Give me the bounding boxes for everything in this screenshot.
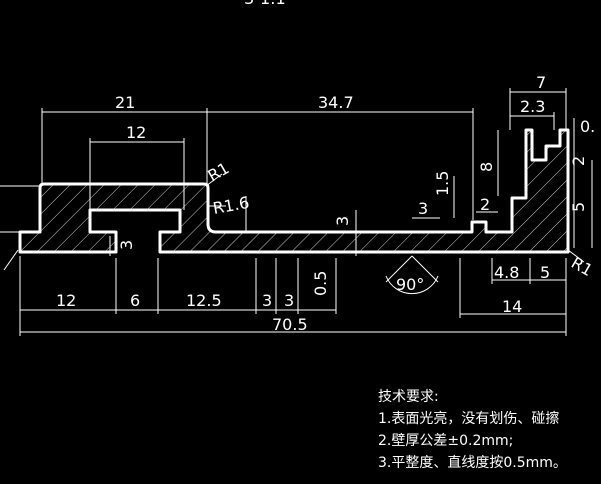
dim-5-right: 5: [569, 202, 588, 212]
dim-6: 6: [130, 291, 140, 310]
technical-requirements: 技术要求: 1.表面光亮，没有划伤、碰擦 2.壁厚公差±0.2mm; 3.平整度…: [378, 386, 567, 474]
dim-5-bottom: 5: [540, 263, 550, 282]
dim-7: 7: [536, 73, 546, 92]
dim-3-left: 3: [117, 240, 136, 250]
dim-4-8: 4.8: [494, 263, 519, 282]
dim-2-3: 2.3: [520, 97, 545, 116]
requirements-title: 技术要求:: [378, 389, 439, 405]
requirement-item-2: 2.壁厚公差±0.2mm;: [378, 433, 514, 449]
drawing-scale-fragment: 3-1:1: [244, 0, 286, 8]
requirement-item-1: 1.表面光亮，没有划伤、碰擦: [378, 411, 560, 427]
dim-3-small: 3: [333, 216, 352, 226]
dimension-lines: [0, 88, 593, 336]
dim-3-mid: 3: [418, 199, 428, 218]
dim-2-right: 2: [569, 156, 588, 166]
dim-12-bottom: 12: [56, 291, 76, 310]
requirement-item-3: 3.平整度、直线度按0.5mm。: [378, 455, 567, 471]
dim-r1-top: R1: [205, 158, 233, 185]
dim-12-5: 12.5: [186, 291, 222, 310]
dim-14: 14: [502, 297, 522, 316]
dim-r1-right: R1: [568, 253, 596, 280]
dim-r1-6: R1.6: [211, 193, 250, 218]
dim-8: 8: [477, 162, 496, 172]
dim-34-7: 34.7: [318, 93, 354, 112]
dim-12-top: 12: [126, 123, 146, 142]
dim-1-5: 1.5: [433, 171, 452, 196]
dim-0-top: 0.: [580, 117, 595, 136]
dim-90-degree: 90°: [396, 275, 424, 294]
dim-3-b2: 3: [284, 291, 294, 310]
dim-2-mid: 2: [480, 195, 490, 214]
dim-0-5: 0.5: [311, 271, 330, 296]
dim-70-5: 70.5: [272, 315, 308, 334]
dim-21: 21: [115, 93, 135, 112]
profile-section: [18, 128, 570, 254]
dim-3-b1: 3: [262, 291, 272, 310]
dimension-labels: 21 34.7 12 7 2.3 0. R1 R1.6 8 2 5 1.5 3 …: [56, 0, 596, 334]
